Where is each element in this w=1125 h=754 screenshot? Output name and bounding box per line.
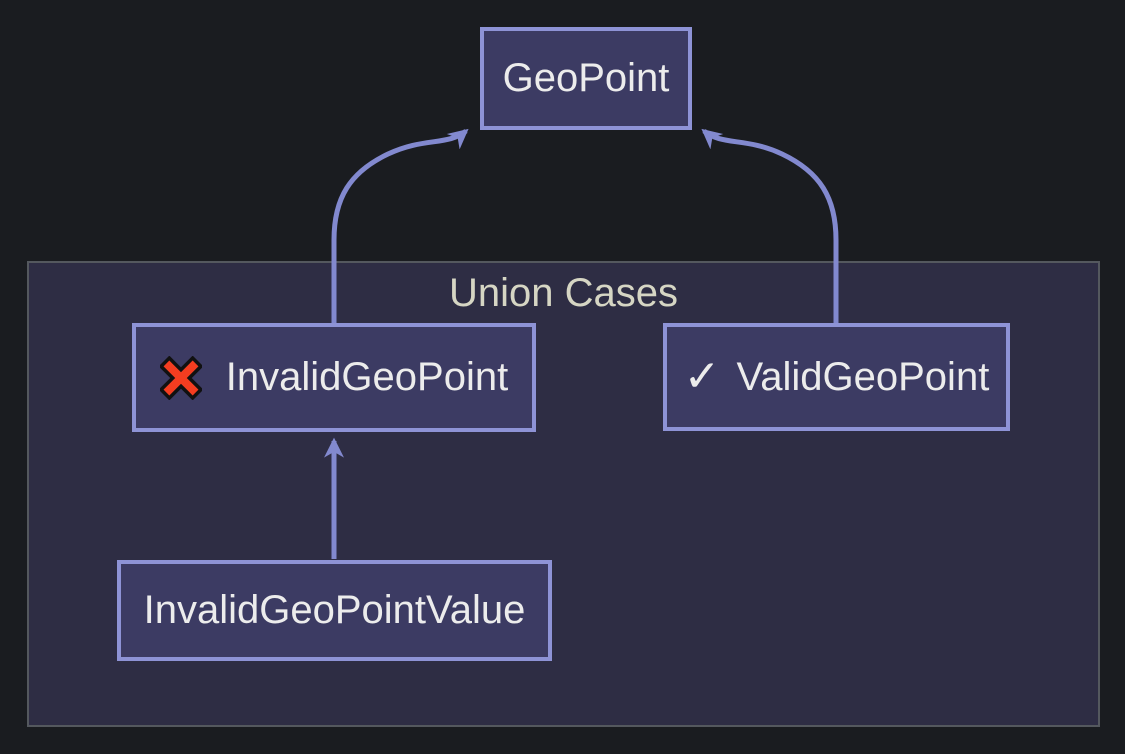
check-mark-icon: ✓ [683,351,721,402]
node-invalid-geopoint-label: InvalidGeoPoint [225,355,509,399]
node-invalid-geopoint: InvalidGeoPoint [132,323,536,432]
node-geopoint: GeoPoint [480,27,692,130]
node-invalid-geopoint-value-label: InvalidGeoPointValue [143,588,526,632]
cross-mark-icon [159,355,202,400]
union-cases-title: Union Cases [448,271,678,315]
node-valid-geopoint-label: ValidGeoPoint [736,354,990,399]
node-invalid-geopoint-value: InvalidGeoPointValue [117,560,552,661]
node-geopoint-label: GeoPoint [502,56,670,100]
node-valid-geopoint: ✓ ValidGeoPoint [663,323,1010,431]
